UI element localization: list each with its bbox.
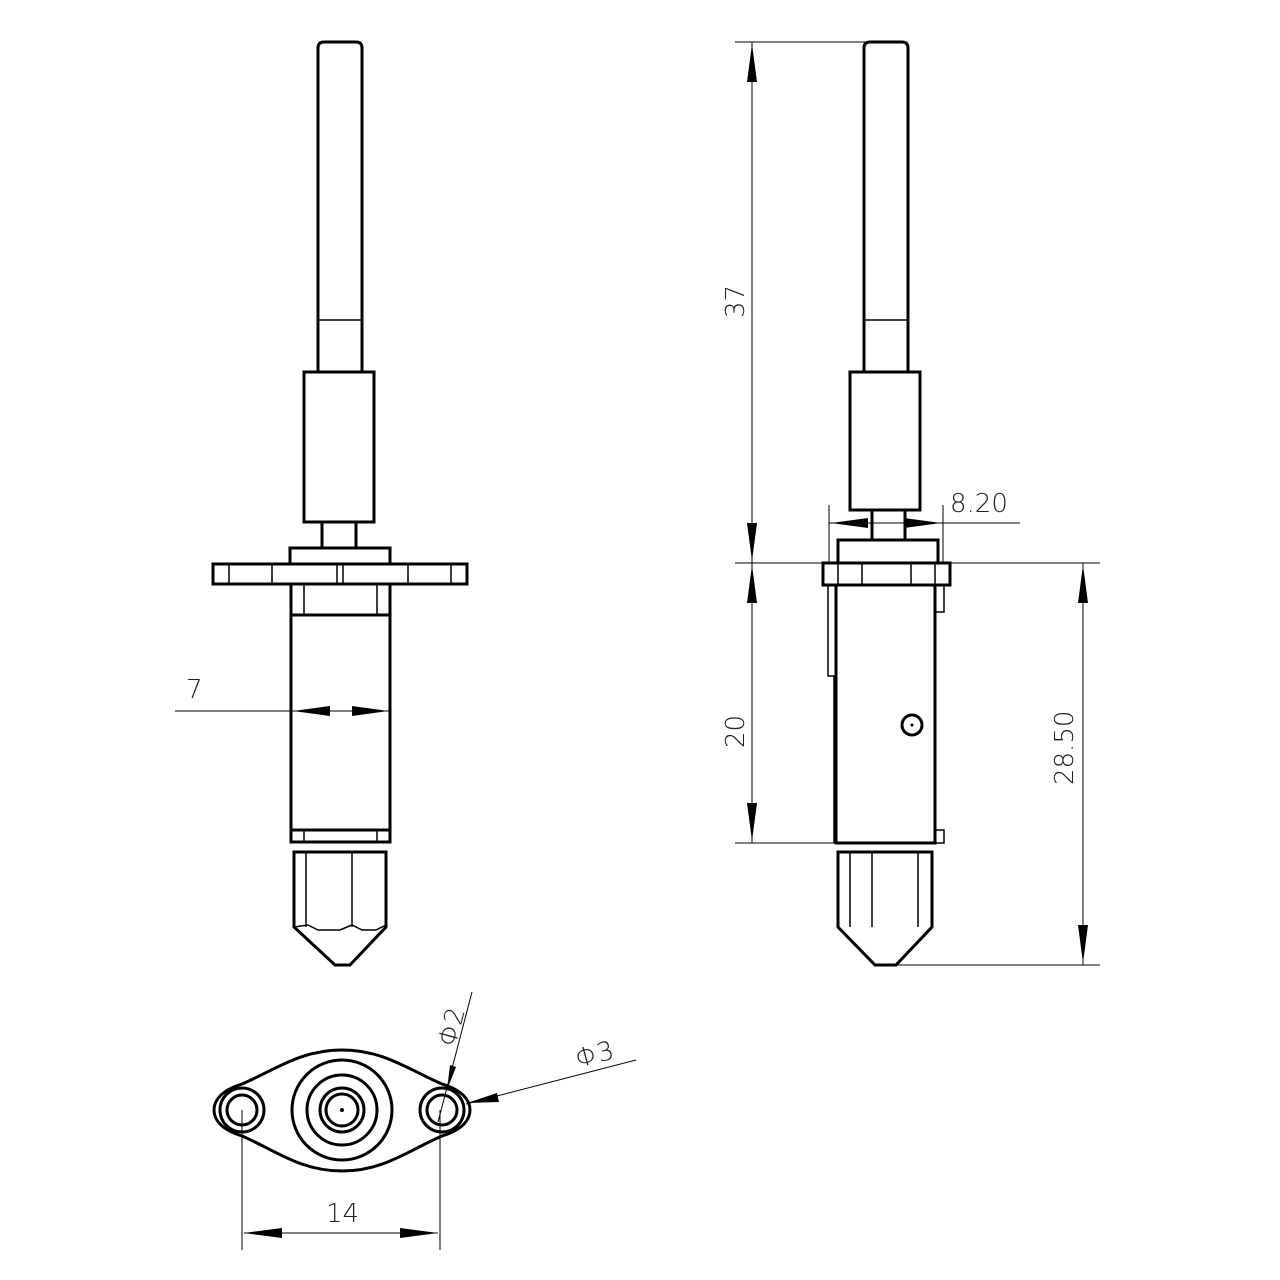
dimension-phi2: Φ2 [433,1004,472,1049]
heater-block [289,613,392,832]
bottom-view [212,991,637,1250]
dimension-8-20: 8.20 [950,489,1008,519]
dimension-heater-width: 7 [186,675,203,705]
dimension-20: 20 [721,715,751,748]
collar [288,546,392,566]
flange-outline [212,1048,472,1173]
nozzle [292,850,388,967]
dimension-14: 14 [326,1199,359,1229]
mounting-flange [211,562,469,586]
side-view [735,40,1100,967]
front-view [175,40,469,967]
thermistor-hole [900,713,924,737]
neck [320,520,358,550]
dimension-phi3: Φ3 [572,1036,617,1075]
dimension-37: 37 [721,285,751,318]
bowden-tube [316,40,364,372]
bowden-tube-side [862,40,910,372]
heater-block-side [834,583,937,845]
dimension-28-50: 28.50 [1050,711,1080,785]
heatsink [302,370,376,524]
